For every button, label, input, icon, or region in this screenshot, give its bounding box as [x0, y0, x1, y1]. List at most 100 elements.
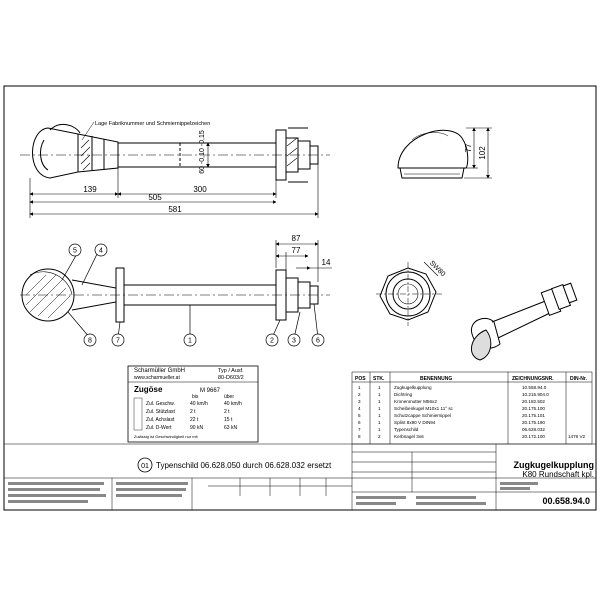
table-row: 4: [358, 406, 361, 411]
revision-text: Typenschild 06.628.050 durch 06.628.032 …: [156, 461, 332, 470]
parts-h-no: ZEICHNUNGSNR.: [512, 376, 554, 382]
np-r2-b: 2 t: [224, 409, 230, 415]
table-row: 1476 V2: [568, 434, 586, 439]
parts-table-grid: [351, 371, 593, 445]
table-row: 20.182.502: [522, 399, 545, 404]
np-col1: bis: [192, 394, 199, 400]
table-row: 5: [358, 413, 361, 418]
parts-h-pos: POS: [355, 376, 366, 382]
table-row: 1: [378, 406, 381, 411]
dim-14: 14: [322, 258, 331, 267]
top-hatch: [80, 137, 298, 171]
table-row: Zugkugelkupplung: [394, 385, 432, 390]
table-row: 1: [378, 413, 381, 418]
np-footer: Zulässig ist Geschwindigkeit nur mit: [134, 434, 198, 439]
callout-1: 1: [188, 338, 192, 345]
revision-number: 01: [141, 463, 149, 470]
np-r3-b: 15 t: [224, 417, 233, 423]
np-r2-a: 2 t: [190, 409, 196, 415]
title-block-fineprint: [8, 482, 538, 505]
np-rows: Zul. Geschw. 40 km/h 40 km/h Zul. Stützl…: [146, 401, 242, 431]
dim-102: 102: [478, 146, 487, 160]
table-row: 6: [358, 420, 361, 425]
parts-header: POS STK. BENENNUNG ZEICHNUNGSNR. DIN-Nr.: [355, 376, 588, 382]
end-view: [376, 261, 442, 326]
dim-77: 77: [292, 246, 301, 255]
parts-h-stk: STK.: [373, 376, 385, 382]
table-row: 10.215.904.0: [522, 392, 549, 397]
callout-2: 2: [270, 338, 274, 345]
dim-505: 505: [148, 193, 162, 202]
table-row: 20.175.190: [522, 420, 545, 425]
title-sub: K80 Rundschaft kpl.: [522, 470, 594, 479]
np-r1-a: 40 km/h: [190, 401, 208, 407]
dim-581: 581: [168, 205, 182, 214]
table-row: 1: [378, 392, 381, 397]
callout-7: 7: [116, 338, 120, 345]
table-row: 20.175.101: [522, 413, 545, 418]
np-type-value: 80-D603/2: [218, 375, 244, 381]
table-row: 20.172.100: [522, 434, 545, 439]
np-r4-b: 63 kN: [224, 425, 237, 431]
title-block-grid: [3, 443, 597, 511]
dim-139: 139: [83, 185, 97, 194]
table-row: 8: [358, 434, 361, 439]
table-row: 1: [378, 427, 381, 432]
np-r1-b: 40 km/h: [224, 401, 242, 407]
table-row: Typenschild: [394, 427, 419, 432]
callout-bubbles: [61, 243, 325, 347]
dim-300: 300: [193, 185, 207, 194]
table-row: 3: [358, 399, 361, 404]
drawing-number: 00.658.94.0: [542, 496, 590, 506]
revision-circle: [137, 457, 153, 473]
callout-labels: 5 4 8 7 1 2 3 6: [73, 248, 320, 345]
np-r4-a: 90 kN: [190, 425, 203, 431]
table-row: 1: [378, 420, 381, 425]
callout-8: 8: [88, 338, 92, 345]
callout-3: 3: [292, 338, 296, 345]
np-r3-label: Zul. Achslast: [146, 417, 175, 423]
parts-h-name: BENENNUNG: [420, 376, 452, 382]
middle-side-view: [20, 267, 330, 323]
callout-6: 6: [316, 338, 320, 345]
dim-87: 87: [292, 234, 301, 243]
table-row: 2: [358, 392, 361, 397]
np-r4-label: Zul. D-Wert: [146, 425, 172, 431]
np-r3-a: 22 t: [190, 417, 199, 423]
table-row: Splint 8x90 V DIN94: [394, 420, 436, 425]
sheet-frame: [3, 85, 597, 511]
table-row: Kronenmutter M56x2: [394, 399, 437, 404]
table-row: 06.628.032: [522, 427, 545, 432]
ball-hatch: [25, 274, 71, 319]
table-row: Dichtring: [394, 392, 413, 397]
np-col2: über: [224, 394, 234, 400]
table-row: 2: [378, 434, 381, 439]
dim-60: 60 -0,10 -0,15: [199, 130, 206, 174]
table-row: 10.558.94.0: [522, 385, 547, 390]
cap-dimensions: [464, 127, 492, 179]
table-row: 1: [378, 399, 381, 404]
middle-dimensions: [275, 240, 332, 282]
np-url: www.scharmueller.at: [134, 375, 180, 381]
np-logo-box: [133, 397, 143, 431]
np-r2-label: Zul. Stützlast: [146, 409, 176, 415]
dim-77-vert: 77: [464, 143, 473, 152]
table-row: 1: [358, 385, 361, 390]
nameplate: [127, 365, 259, 443]
title-main: Zugkugelkupplung: [514, 460, 595, 470]
note-line-1: Lage Fabriknummer und Schmiernippelzeich…: [95, 121, 210, 127]
np-type-label: Typ / Ausf.: [218, 368, 244, 374]
table-row: Schutzcappe Schmiernippel: [394, 413, 451, 418]
np-r1-label: Zul. Geschw.: [146, 401, 175, 407]
table-row: Kerbnagel 3x6: [394, 434, 424, 439]
table-row: Scheibenkugel M10x1 11° sc: [394, 406, 454, 411]
callout-5: 5: [73, 248, 77, 255]
isometric-view: [470, 282, 578, 361]
top-side-view: [20, 123, 330, 183]
np-company: Scharmüller GmbH: [134, 368, 185, 374]
np-zugoese: Zugöse: [134, 385, 163, 394]
table-row: 20.175.100: [522, 406, 545, 411]
